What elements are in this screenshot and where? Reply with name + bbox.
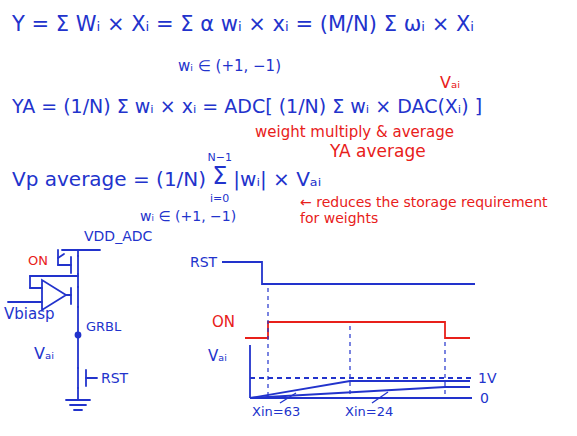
annotation: YA average bbox=[330, 142, 426, 162]
signal-name: ON bbox=[28, 254, 48, 269]
equation: |wᵢ| × Vₐᵢ bbox=[233, 168, 321, 191]
signal-name: Vₐᵢ bbox=[34, 345, 54, 363]
input-value: Xin=63 bbox=[252, 405, 300, 420]
level-label: 0 bbox=[480, 390, 489, 406]
annotation: weight multiply & average bbox=[255, 124, 454, 141]
supply-name: VDD_ADC bbox=[84, 228, 152, 244]
signal-name: RST bbox=[101, 370, 128, 386]
signal-name: RST bbox=[190, 254, 217, 270]
input-value: Xin=24 bbox=[345, 405, 393, 420]
constraint-note: wᵢ ∈ (+1, −1) bbox=[178, 58, 281, 75]
signal-name: Vbiasp bbox=[4, 306, 54, 323]
level-label: 1V bbox=[478, 370, 496, 386]
timing-diagram bbox=[222, 262, 475, 403]
signal-name: ON bbox=[212, 314, 235, 331]
sum-symbol: Σ bbox=[212, 163, 227, 191]
annotation: ← reduces the storage requirement for we… bbox=[300, 194, 562, 226]
node-name: GRBL bbox=[86, 320, 121, 335]
sum-limit: i=0 bbox=[210, 193, 229, 206]
equation: YA = (1/N) Σ wᵢ × xᵢ = ADC[ (1/N) Σ wᵢ ×… bbox=[12, 96, 482, 118]
signal-name: Vₐᵢ bbox=[440, 74, 460, 92]
signal-name: Vₐᵢ bbox=[208, 348, 227, 365]
equation: Y = Σ Wᵢ × Xᵢ = Σ α wᵢ × xᵢ = (M/N) Σ ωᵢ… bbox=[12, 12, 474, 36]
constraint-note: wᵢ ∈ (+1, −1) bbox=[140, 208, 236, 224]
equation: Vp average = (1/N) bbox=[12, 168, 206, 191]
